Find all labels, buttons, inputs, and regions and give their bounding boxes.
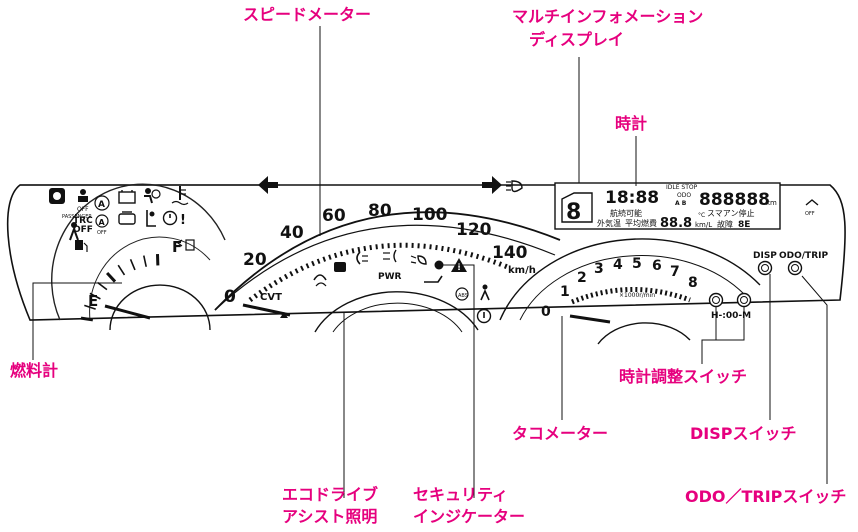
leader-odo [802, 276, 827, 484]
fault-code: 8E [738, 220, 750, 230]
svg-text:OFF: OFF [805, 211, 815, 217]
range-label: 航続可能 [610, 208, 642, 218]
svg-text:A: A [98, 200, 105, 210]
tach-tick-2: 2 [577, 270, 587, 286]
odometer-unit: km [766, 199, 777, 207]
tach-tick-7: 7 [670, 264, 680, 280]
callout-display-line2: ディスプレイ [529, 29, 624, 50]
callout-odo-trip-switch: ODO／TRIPスイッチ [685, 486, 846, 507]
svg-text:!: ! [180, 213, 186, 228]
tach-tick-5: 5 [632, 256, 642, 272]
disp-button[interactable] [759, 262, 772, 275]
avg-fuel-label: 平均燃費 [625, 218, 657, 228]
callout-clock-switch: 時計調整スイッチ [619, 366, 747, 387]
disp-button-label: DISP [753, 251, 777, 261]
callout-security-line2: インジケーター [413, 506, 525, 527]
speed-unit: km/h [508, 265, 536, 276]
speed-tick-40: 40 [280, 223, 304, 243]
fault-label: 故障 [717, 219, 733, 229]
multi-info-display: 8 18:88 IDLE STOP ODO A B 888888 km 航続可能… [555, 183, 780, 231]
tach-unit: ×1000r/min [619, 292, 655, 299]
callout-display-line1: マルチインフォメーション [512, 6, 703, 27]
speed-tick-120: 120 [456, 220, 492, 240]
odo-label: ODO [677, 192, 691, 199]
speed-tick-80: 80 [368, 201, 392, 221]
tach-tick-1: 1 [560, 284, 570, 300]
tach-hub [598, 323, 690, 344]
degc-label: °C [698, 212, 705, 219]
svg-text:OFF: OFF [97, 230, 107, 236]
speed-tick-140: 140 [492, 243, 528, 263]
kml-label: km/L [695, 221, 712, 229]
fuel-empty-label: E [88, 292, 98, 310]
tach-tick-3: 3 [594, 261, 604, 277]
brake-icon [478, 310, 491, 323]
odo-trip-button-label: ODO/TRIP [779, 251, 828, 261]
svg-text:8: 8 [566, 200, 581, 225]
small-digits: 88.8 [660, 216, 692, 231]
callout-clock: 時計 [615, 113, 647, 134]
callout-disp-switch: DISPスイッチ [690, 423, 797, 444]
callout-fuel-gauge: 燃料計 [10, 360, 58, 381]
speed-tick-0: 0 [224, 287, 236, 307]
tach-needle [570, 316, 610, 322]
callout-security-line1: セキュリティ [413, 484, 508, 505]
cvt-label: CVT [260, 292, 282, 303]
clock-buttons-label: H-:00-M [711, 311, 751, 321]
fuel-tick [81, 318, 93, 320]
tach-tick-0: 0 [541, 304, 551, 320]
callout-eco-line2: アシスト照明 [282, 506, 377, 527]
odo-trip-button[interactable] [789, 262, 802, 275]
callout-tachometer: タコメーター [512, 423, 608, 444]
seatbelt-off-label: OFF [77, 206, 89, 213]
idle-stop-label: IDLE STOP [666, 184, 698, 191]
car-icon [334, 262, 346, 272]
trc-off-label: OFF [73, 225, 93, 235]
speed-tick-20: 20 [243, 250, 267, 270]
callout-speedometer: スピードメーター [243, 4, 371, 25]
trip-ab-label: A B [675, 200, 687, 207]
clock-digits: 18:88 [605, 188, 659, 208]
speed-tick-60: 60 [322, 206, 346, 226]
svg-text:A: A [99, 218, 106, 227]
speed-tick-100: 100 [412, 205, 448, 225]
callout-eco-line1: エコドライブ [282, 484, 378, 505]
svg-text:ABS: ABS [458, 293, 468, 299]
tach-tick-6: 6 [652, 258, 662, 274]
tach-tick-8: 8 [688, 275, 698, 291]
clock-hour-button[interactable] [710, 294, 723, 307]
tach-tick-4: 4 [613, 257, 623, 273]
odometer-digits: 888888 [699, 190, 770, 210]
pwr-label: PWR [378, 272, 402, 282]
smart-stop-label: スマアン停止 [707, 208, 754, 218]
outside-temp-label: 外気温 [597, 218, 621, 228]
clock-minute-button[interactable] [738, 294, 751, 307]
master-warning-icon [49, 188, 65, 204]
